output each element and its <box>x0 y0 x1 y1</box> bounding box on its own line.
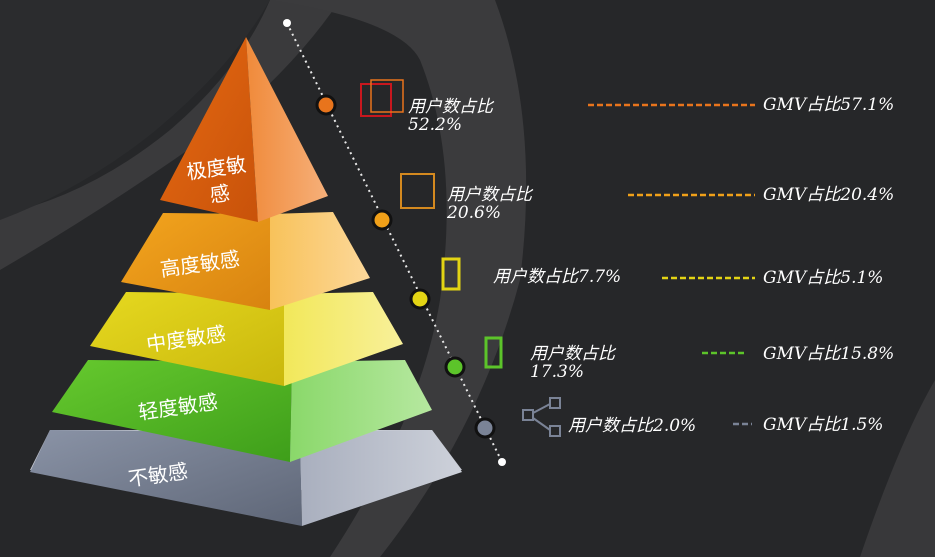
gmv-share-text: GMV占比57.1% <box>763 95 895 115</box>
pyramid-level-3-left <box>90 292 284 386</box>
level-label-extreme: 极度敏感 <box>184 152 248 208</box>
user-share-value: 52.2% <box>408 115 463 135</box>
timeline-node-2 <box>371 209 393 231</box>
background-swoosh <box>860 380 935 557</box>
user-share-value: 17.3% <box>530 362 585 382</box>
pyramid-level-2-left <box>121 213 270 310</box>
rectangle-icon <box>441 257 461 291</box>
background-swoosh <box>0 0 270 220</box>
pyramid-level-3-right <box>284 292 403 386</box>
rectangle-icon <box>484 336 503 369</box>
gmv-share-text: GMV占比15.8% <box>763 344 895 364</box>
timeline-end-dot <box>498 458 506 466</box>
pyramid-level-1-left <box>160 37 258 222</box>
share-network-icon <box>522 397 561 437</box>
pyramid-level-4-right <box>290 360 432 462</box>
timeline-node-4 <box>444 356 466 378</box>
gmv-share-text: GMV占比20.4% <box>763 185 895 205</box>
gmv-share-text: GMV占比1.5% <box>763 415 884 435</box>
user-share-text: 用户数占比7.7% <box>493 267 622 287</box>
timeline-start-dot <box>283 19 291 27</box>
user-share-label: 用户数占比 <box>447 185 532 205</box>
pyramid-level-5-right <box>300 430 462 526</box>
user-share-text: 用户数占比2.0% <box>568 416 697 436</box>
user-share-label: 用户数占比 <box>530 344 615 364</box>
timeline-node-5 <box>474 417 496 439</box>
pyramid-level-4-left <box>52 360 292 462</box>
timeline-node-1 <box>315 94 337 116</box>
timeline-node-3 <box>409 288 431 310</box>
user-share-label: 用户数占比 <box>408 97 493 117</box>
pyramid-level-2-right <box>270 212 370 310</box>
pyramid-level-1-right <box>246 37 328 222</box>
square-icon <box>400 173 435 209</box>
gmv-share-text: GMV占比5.1% <box>763 268 884 288</box>
user-share-value: 20.6% <box>447 203 502 223</box>
background-swoosh <box>270 0 527 557</box>
overlapping-squares-icon <box>360 79 404 117</box>
pyramid-level-5-left <box>30 430 302 526</box>
